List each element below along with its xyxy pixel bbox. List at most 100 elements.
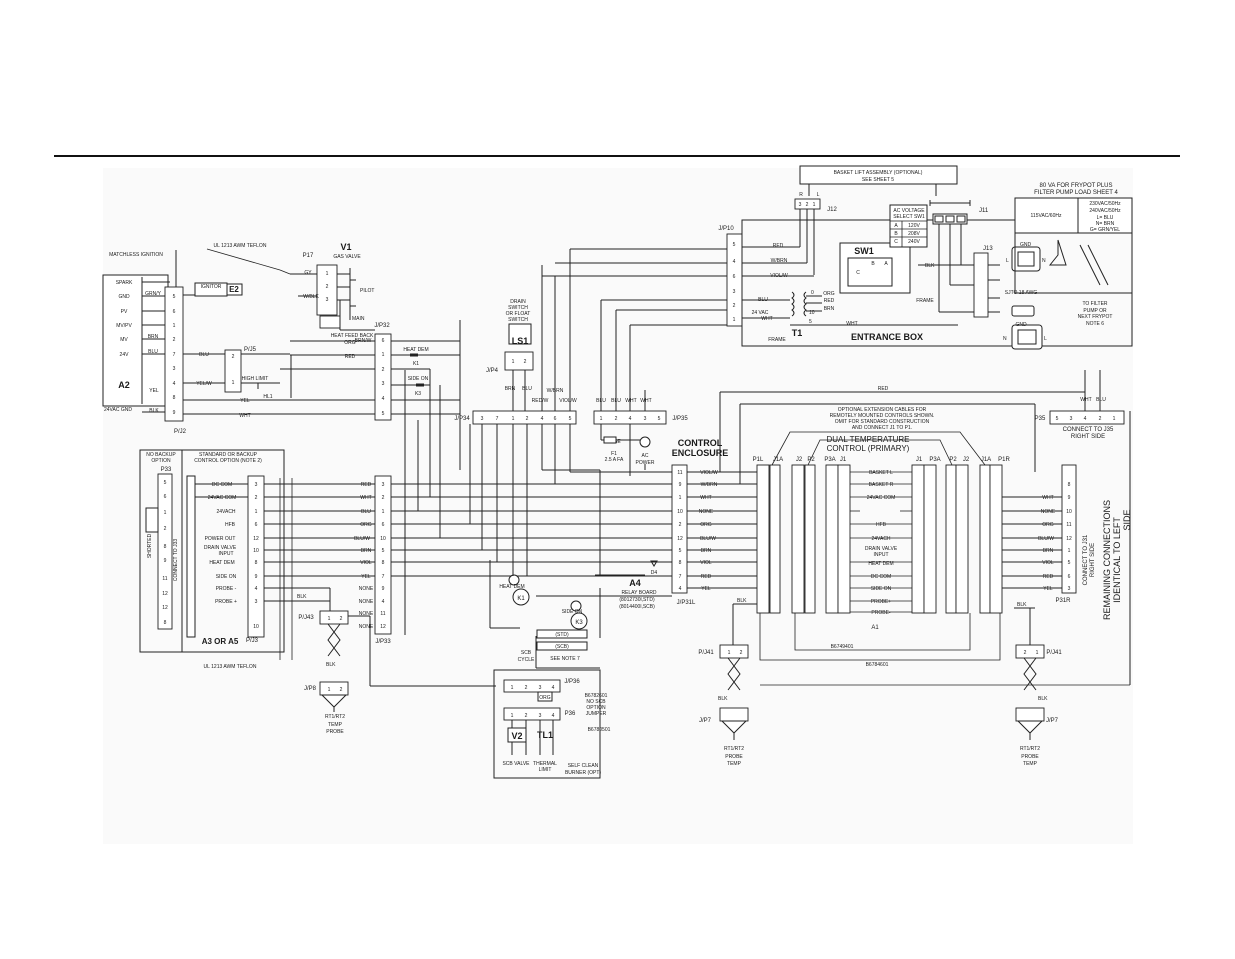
svg-text:HEAT DEM: HEAT DEM bbox=[403, 347, 428, 353]
svg-text:7: 7 bbox=[496, 416, 499, 422]
svg-text:2: 2 bbox=[1024, 650, 1027, 656]
svg-text:POWER: POWER bbox=[636, 460, 655, 466]
svg-text:J/P34: J/P34 bbox=[454, 416, 470, 422]
svg-text:ORG: ORG bbox=[344, 340, 356, 346]
svg-text:SIDE ON: SIDE ON bbox=[871, 586, 892, 592]
svg-text:BRN: BRN bbox=[505, 386, 516, 392]
svg-text:10: 10 bbox=[253, 624, 259, 630]
svg-text:6: 6 bbox=[255, 522, 258, 528]
svg-text:3: 3 bbox=[382, 381, 385, 387]
svg-text:J/P7: J/P7 bbox=[1046, 718, 1059, 724]
svg-text:8: 8 bbox=[164, 620, 167, 626]
svg-text:BLU: BLU bbox=[522, 386, 532, 392]
svg-text:10: 10 bbox=[809, 310, 815, 316]
svg-text:RED: RED bbox=[701, 574, 712, 580]
teflon-label-top: UL 1213 AWM TEFLON bbox=[214, 243, 267, 249]
svg-text:1: 1 bbox=[1068, 548, 1071, 554]
svg-text:7: 7 bbox=[679, 574, 682, 580]
svg-text:P1R: P1R bbox=[998, 457, 1010, 463]
svg-text:CONTROL (PRIMARY): CONTROL (PRIMARY) bbox=[827, 444, 910, 453]
svg-text:(STD): (STD) bbox=[555, 632, 569, 638]
svg-text:RED: RED bbox=[1043, 574, 1054, 580]
svg-text:P/J3: P/J3 bbox=[246, 638, 259, 644]
svg-text:BASKET L: BASKET L bbox=[869, 470, 893, 476]
svg-text:B6749401: B6749401 bbox=[831, 644, 854, 650]
svg-text:208V: 208V bbox=[908, 231, 920, 237]
svg-text:J13: J13 bbox=[983, 246, 993, 252]
svg-text:12: 12 bbox=[162, 605, 168, 611]
svg-text:BLK: BLK bbox=[1017, 602, 1027, 608]
svg-text:DC COM: DC COM bbox=[212, 482, 232, 488]
p17-connector bbox=[316, 264, 338, 316]
svg-text:P/J5: P/J5 bbox=[244, 347, 257, 353]
svg-text:ORG: ORG bbox=[1042, 522, 1054, 528]
svg-text:4: 4 bbox=[733, 259, 736, 265]
svg-text:YEL: YEL bbox=[361, 574, 371, 580]
svg-text:3: 3 bbox=[326, 297, 329, 303]
svg-text:1: 1 bbox=[255, 509, 258, 515]
svg-text:V1: V1 bbox=[340, 242, 351, 252]
svg-text:V2: V2 bbox=[511, 731, 522, 741]
svg-text:BLU/W: BLU/W bbox=[700, 536, 716, 542]
svg-text:GY: GY bbox=[304, 270, 312, 276]
svg-text:PROBE-: PROBE- bbox=[871, 610, 891, 616]
svg-text:9: 9 bbox=[164, 558, 167, 564]
svg-text:J/P33: J/P33 bbox=[375, 639, 391, 645]
svg-text:2.5 A FA: 2.5 A FA bbox=[605, 457, 624, 463]
svg-text:1: 1 bbox=[733, 317, 736, 323]
svg-text:(8012730l,STD): (8012730l,STD) bbox=[619, 597, 655, 603]
svg-text:12: 12 bbox=[162, 591, 168, 597]
svg-text:RED: RED bbox=[773, 243, 784, 249]
svg-text:K1: K1 bbox=[413, 361, 419, 367]
svg-text:K3: K3 bbox=[415, 391, 421, 397]
svg-text:BASKET R: BASKET R bbox=[869, 482, 894, 488]
svg-text:REMOTELY MOUNTED CONTROLS SHOW: REMOTELY MOUNTED CONTROLS SHOWN. bbox=[830, 413, 935, 419]
svg-text:7: 7 bbox=[173, 352, 176, 358]
svg-text:1: 1 bbox=[600, 416, 603, 422]
svg-text:PROBE: PROBE bbox=[326, 729, 344, 735]
svg-text:BASKET LIFT ASSEMBLY (OPTIONAL: BASKET LIFT ASSEMBLY (OPTIONAL) bbox=[834, 170, 923, 176]
svg-text:RED: RED bbox=[361, 482, 372, 488]
svg-text:FRAME: FRAME bbox=[768, 337, 786, 343]
svg-text:CONNECT TO J31: CONNECT TO J31 bbox=[1083, 534, 1089, 585]
relay-board: HEAT DEM K1 SIDE ON K3 A4 RELAY BOARD (8… bbox=[489, 556, 672, 669]
svg-text:TL1: TL1 bbox=[537, 730, 553, 740]
svg-text:1: 1 bbox=[512, 416, 515, 422]
svg-text:GND: GND bbox=[1020, 242, 1032, 248]
svg-text:230VAC/50Hz: 230VAC/50Hz bbox=[1089, 201, 1121, 207]
svg-text:2: 2 bbox=[382, 367, 385, 373]
svg-text:5: 5 bbox=[1056, 416, 1059, 422]
svg-text:IGNITOR: IGNITOR bbox=[201, 284, 222, 290]
svg-text:2: 2 bbox=[740, 650, 743, 656]
svg-text:A: A bbox=[884, 261, 888, 267]
svg-text:3: 3 bbox=[382, 482, 385, 488]
svg-text:240V: 240V bbox=[908, 239, 920, 245]
svg-text:TO FILTER: TO FILTER bbox=[1082, 301, 1107, 307]
svg-text:YEL/W: YEL/W bbox=[196, 381, 212, 387]
svg-text:DRAIN VALVE: DRAIN VALVE bbox=[204, 545, 237, 551]
svg-text:3: 3 bbox=[255, 599, 258, 605]
svg-text:PROBE: PROBE bbox=[1021, 754, 1039, 760]
svg-text:YEL: YEL bbox=[701, 586, 711, 592]
svg-text:8: 8 bbox=[679, 560, 682, 566]
svg-text:BLK: BLK bbox=[925, 263, 935, 269]
filter-plug-icon bbox=[1011, 305, 1035, 317]
svg-text:P1L: P1L bbox=[753, 457, 764, 463]
svg-text:VIOL/W: VIOL/W bbox=[700, 470, 718, 476]
svg-text:CYCLE: CYCLE bbox=[518, 657, 535, 663]
svg-text:HEAT DEM: HEAT DEM bbox=[499, 584, 524, 590]
svg-text:6: 6 bbox=[733, 274, 736, 280]
svg-text:8: 8 bbox=[164, 544, 167, 550]
svg-text:4: 4 bbox=[173, 381, 176, 387]
svg-text:115VAC/60Hz: 115VAC/60Hz bbox=[1031, 213, 1062, 219]
svg-text:2: 2 bbox=[525, 713, 528, 719]
svg-text:SCB VALVE: SCB VALVE bbox=[502, 761, 530, 767]
svg-text:4: 4 bbox=[679, 586, 682, 592]
jp34-connector: J/P34 3 7 1 2 4 6 5 RED/W VIOL/W W/BRN bbox=[454, 249, 577, 470]
svg-text:RED: RED bbox=[824, 298, 835, 304]
ignition-module: MATCHLESS IGNITION SPARK GND PV MV/PV MV… bbox=[102, 243, 281, 435]
svg-text:1: 1 bbox=[173, 323, 176, 329]
svg-text:4: 4 bbox=[382, 396, 385, 402]
ignition-title: MATCHLESS IGNITION bbox=[109, 252, 163, 258]
control-enclosure: CONTROL ENCLOSURE J/P31L 11 9 1 10 2 12 … bbox=[554, 392, 757, 606]
